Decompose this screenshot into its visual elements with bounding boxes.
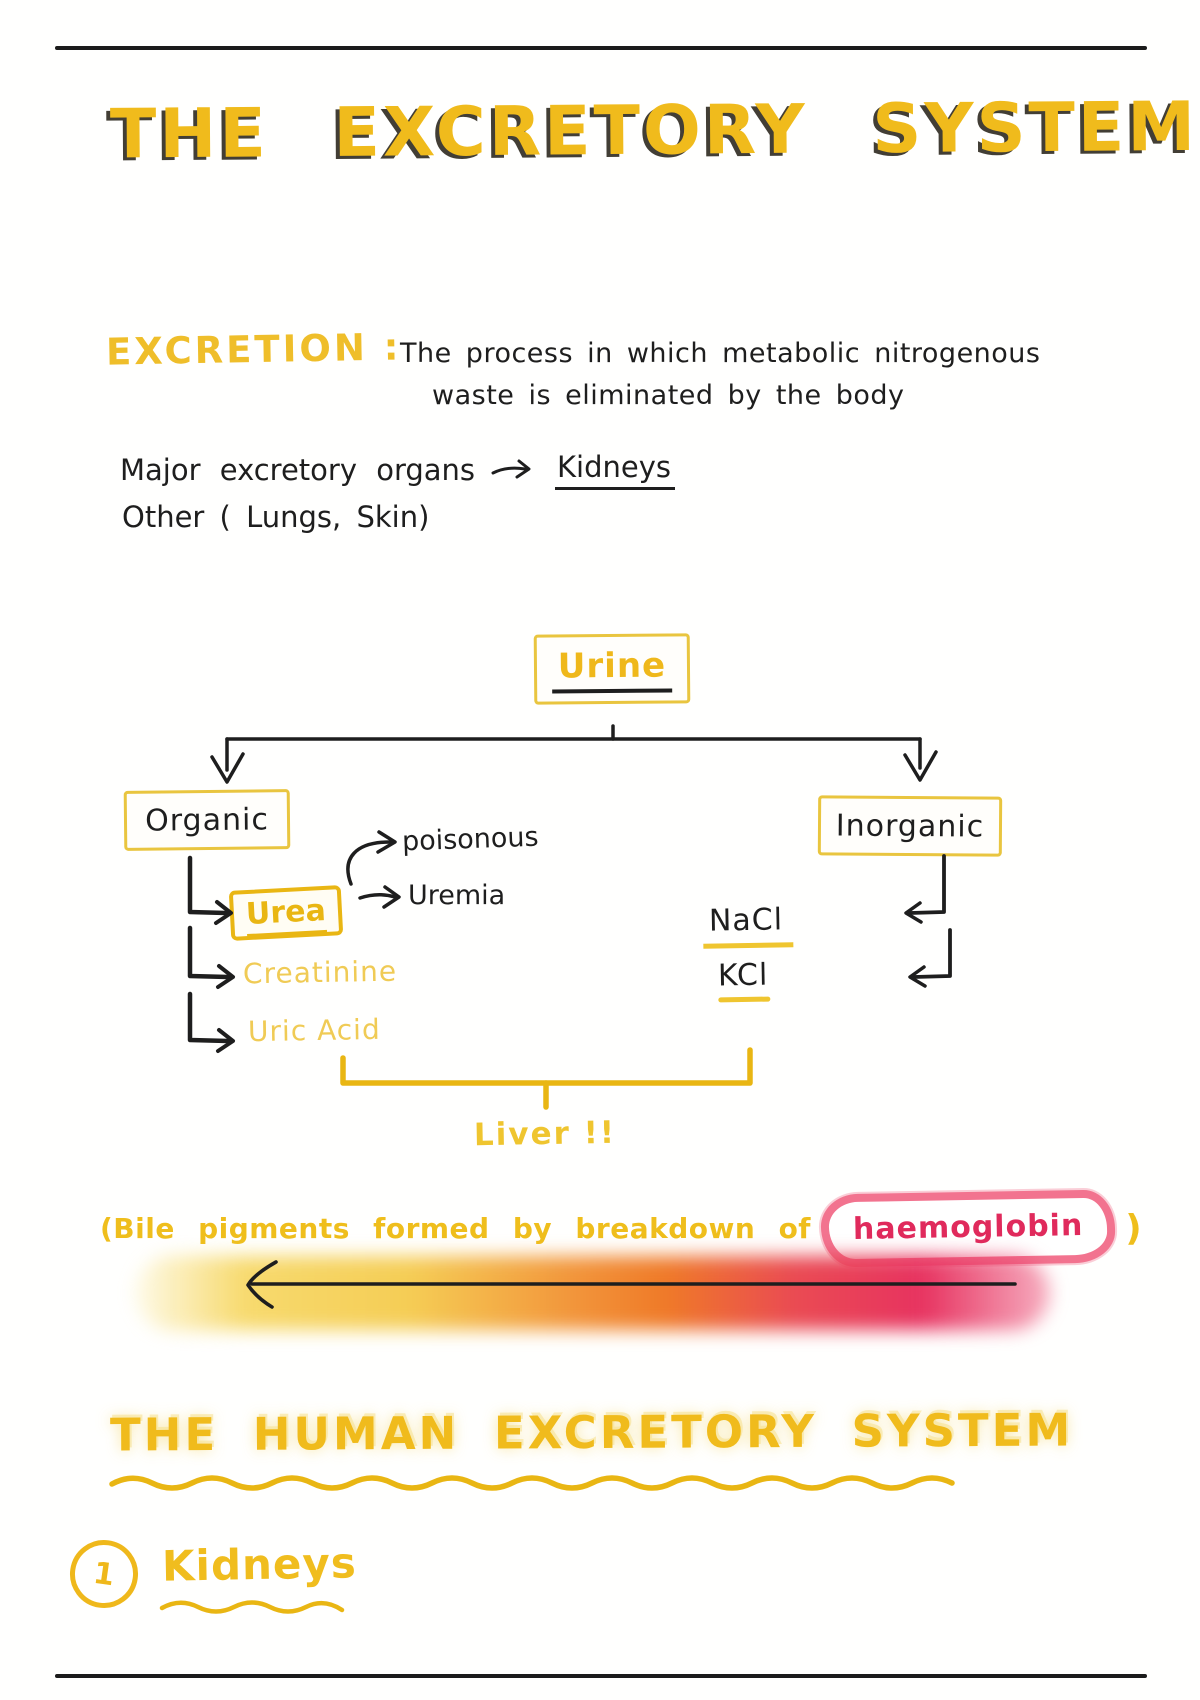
curved-arrowhead	[376, 830, 397, 854]
major-organs-line: Major excretory organs Kidneys	[120, 450, 676, 490]
major-organs-label: Major excretory organs	[120, 453, 476, 487]
organic-label: Organic	[144, 801, 270, 839]
excretion-term: EXCRETION :	[105, 325, 402, 374]
arrow-right-head	[382, 885, 401, 909]
urine-node: Urine	[533, 633, 691, 705]
list-number: 1	[91, 1555, 117, 1593]
major-organs-value: Kidneys	[555, 450, 676, 490]
definition-line-2: waste is eliminated by the body	[432, 380, 905, 411]
organic-node: Organic	[123, 789, 291, 851]
inorganic-hook-arrows	[904, 854, 952, 988]
hook-arrowhead	[216, 1028, 235, 1053]
arrow-down-icon	[903, 750, 938, 782]
gradient-highlight-band	[135, 1256, 1050, 1330]
hook-arrow-left-icon	[912, 928, 952, 979]
top-rule	[55, 46, 1147, 50]
liver-label: Liver !!	[473, 1114, 617, 1154]
urea-item: Urea	[228, 885, 343, 941]
definition-line-1: The process in which metabolic nitrogeno…	[400, 338, 1041, 369]
arrow-right-icon	[491, 459, 531, 479]
urine-label: Urine	[551, 644, 673, 694]
page-title: THE EXCRETORY SYSTEM	[109, 87, 1199, 175]
poisonous-note: poisonous	[401, 821, 540, 858]
heading-wavy-underline	[109, 1475, 955, 1491]
inorganic-node: Inorganic	[817, 795, 1003, 857]
hook-arrowhead	[908, 965, 927, 988]
liver-bracket	[340, 1047, 753, 1110]
section-heading: THE HUMAN EXCRETORY SYSTEM	[109, 1403, 1074, 1462]
kidneys-list-item: Kidneys	[161, 1538, 358, 1591]
list-number-circle: 1	[65, 1535, 143, 1613]
organic-hook-arrows	[187, 855, 235, 1053]
uremia-note: Uremia	[408, 880, 506, 911]
kcl-label: KCl	[717, 957, 769, 994]
nacl-item: NaCl	[702, 902, 794, 949]
uric-acid-item: Uric Acid	[247, 1012, 381, 1049]
kcl-underline	[718, 996, 771, 1003]
branch-connector	[210, 724, 938, 784]
hook-arrowhead	[904, 901, 923, 924]
kidneys-wavy-underline	[159, 1600, 345, 1614]
creatinine-item: Creatinine	[242, 954, 398, 991]
urea-label: Urea	[245, 892, 327, 939]
curved-arrow-icon	[346, 840, 392, 886]
inorganic-label: Inorganic	[835, 807, 985, 845]
bile-note-suffix: )	[1125, 1208, 1142, 1249]
hook-arrowhead	[216, 964, 235, 989]
hook-arrow-icon	[187, 991, 231, 1044]
other-organs-line: Other ( Lungs, Skin)	[122, 500, 430, 534]
bottom-rule	[55, 1674, 1147, 1678]
arrow-down-icon	[210, 752, 245, 784]
hook-arrow-icon	[187, 925, 231, 980]
urea-note-arrows	[346, 830, 401, 909]
bile-note-text: (Bile pigments formed by breakdown of	[100, 1212, 811, 1245]
kcl-item: KCl	[718, 958, 771, 1003]
arrow-right-icon	[358, 893, 397, 900]
hook-arrow-icon	[187, 855, 229, 916]
bracket	[340, 1047, 753, 1086]
bile-note-line: (Bile pigments formed by breakdown of ha…	[100, 1189, 1190, 1268]
hook-arrow-left-icon	[908, 854, 946, 915]
